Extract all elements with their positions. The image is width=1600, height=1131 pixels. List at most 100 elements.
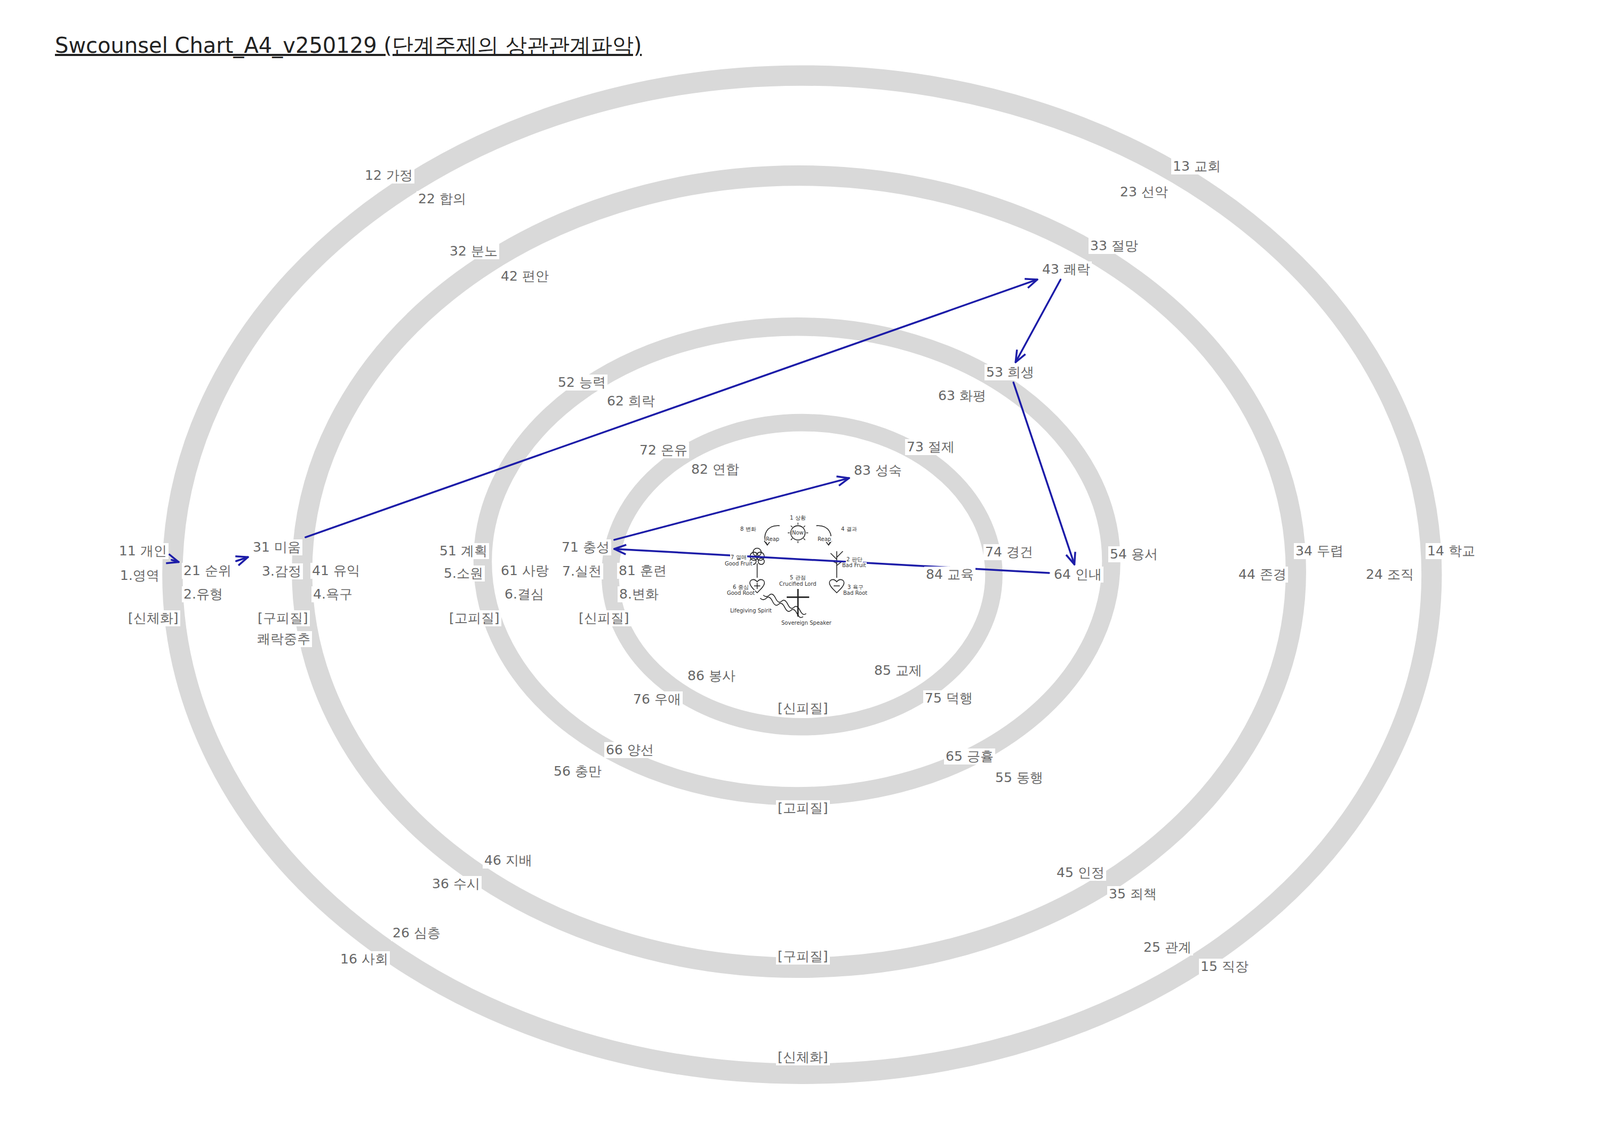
ring-label: [신체화]: [126, 610, 181, 627]
ring-label: 15 직장: [1198, 958, 1251, 975]
arrow-line: [305, 279, 1038, 538]
topic-node: 21 순위: [179, 561, 236, 580]
illustration-caption: 6 중심: [732, 584, 750, 590]
ring-label: 65 긍휼: [944, 748, 996, 765]
ring-label: 56 충만: [552, 763, 604, 780]
arrow-head: [1066, 551, 1076, 565]
arrow-line: [614, 477, 850, 540]
ring-label: 52 능력: [556, 374, 608, 391]
ring-label: 75 덕행: [923, 690, 975, 707]
ring-label: 22 합의: [416, 190, 468, 207]
ring-label: 44 존경: [1236, 566, 1288, 583]
ring-label: 1.영역: [118, 567, 162, 584]
illustration-caption: 4 결과: [840, 525, 858, 532]
ring-label: [구피질]: [256, 610, 310, 627]
ring-label: 74 경건: [983, 544, 1035, 560]
ring-label: 72 온유: [637, 442, 690, 459]
ring-label: 34 두렵: [1293, 542, 1346, 559]
ring-label: 14 학교: [1425, 542, 1477, 559]
topic-label: 71 충성: [560, 539, 612, 556]
illustration-caption: Lifegiving Spirit: [729, 607, 773, 614]
arrow-connector: [305, 278, 1038, 538]
topic-node: 53 희생: [982, 363, 1038, 382]
center-illustration: [749, 522, 845, 618]
ring-label: 32 분노: [448, 243, 500, 260]
arrow-line: [1015, 279, 1061, 363]
illustration-caption: 2 판단: [845, 556, 863, 563]
ring-label: 62 희락: [605, 393, 657, 410]
arrow-connector: [1013, 382, 1076, 565]
ring-label: 81 훈련: [617, 562, 669, 579]
ring-label: 73 절제: [905, 438, 957, 455]
ring-label: 5.소원: [442, 565, 485, 582]
arrow-connector: [1015, 279, 1061, 363]
ring-label: 66 양선: [604, 741, 656, 758]
ring-label: 76 우애: [631, 691, 683, 708]
arrow-line: [1013, 382, 1075, 565]
ring-label: 51 계획: [437, 542, 490, 559]
ring-label: 61 사랑: [499, 562, 551, 579]
ring-label: 33 절망: [1088, 237, 1140, 254]
second-ring: [301, 175, 1296, 968]
ring-label: 45 인정: [1054, 864, 1107, 881]
illustration-caption: Good Root: [726, 589, 756, 596]
illustration-caption: 7 열매: [730, 554, 748, 560]
illustration-caption: 5 관점: [789, 574, 807, 581]
arrow-head: [1024, 278, 1038, 288]
ring-label: 4.욕구: [311, 586, 355, 603]
chart-title: Swcounsel Chart_A4_v250129 (단계주제의 상관관계파악…: [54, 30, 642, 61]
illustration-caption: Bad Fruit: [841, 562, 867, 568]
illustration-caption: Reap: [817, 536, 832, 542]
ring-label: 24 조직: [1364, 566, 1416, 583]
illustration-caption: Now: [791, 529, 805, 536]
ring-label: 25 관계: [1141, 939, 1194, 956]
ring-label: 16 사회: [338, 950, 390, 967]
ring-label: 82 연합: [689, 461, 741, 478]
arrow-head: [614, 544, 627, 555]
topic-label: 21 순위: [181, 562, 234, 579]
illustration-caption: 1 상황: [789, 514, 807, 521]
topic-label: 43 쾌락: [1040, 261, 1092, 278]
topic-node: 31 미움: [249, 538, 305, 557]
topic-label: 31 미움: [251, 539, 303, 556]
topic-node: 43 쾌락: [1038, 260, 1094, 279]
topic-label: 83 성숙: [852, 462, 904, 479]
ring-label: [신피질]: [577, 610, 631, 627]
outer-ring: [172, 75, 1432, 1074]
inner-ring: [610, 422, 994, 727]
illustration-caption: Reap: [765, 536, 780, 542]
topic-label: 53 희생: [984, 364, 1036, 381]
topic-node: 71 충성: [557, 538, 614, 557]
illustration-caption: Sovereign Speaker: [780, 619, 832, 626]
ring-label: 35 죄책: [1107, 885, 1159, 902]
ring-label: 3.감정: [260, 563, 303, 580]
third-ring: [482, 326, 1112, 796]
arrow-connector: [235, 556, 248, 566]
ring-label: 41 유익: [310, 562, 362, 579]
ring-label: 86 봉사: [685, 667, 738, 684]
illustration-caption: Crucified Lord: [778, 580, 817, 587]
topic-label: 11 개인: [117, 542, 169, 559]
ring-label: 54 용서: [1108, 546, 1160, 563]
topic-node: 11 개인: [115, 541, 171, 560]
ring-label: 6.결심: [502, 586, 546, 603]
illustration-caption: 8 변화: [739, 525, 757, 532]
arrow-head: [235, 556, 248, 566]
ring-label: 63 화평: [936, 387, 988, 404]
ring-label: 쾌락중추: [255, 630, 312, 647]
ring-label: 42 편안: [499, 268, 551, 285]
arrow-head: [1015, 349, 1026, 363]
ring-label: [고피질]: [447, 610, 502, 627]
ring-label: 46 지배: [482, 852, 534, 869]
topic-node: 64 인내: [1050, 565, 1106, 584]
ring-label: 2.유형: [181, 586, 225, 603]
ring-label: 23 선악: [1118, 184, 1170, 200]
arrow-head: [836, 476, 850, 486]
ring-label: 55 동행: [993, 769, 1045, 786]
ring-label: 36 수시: [430, 875, 482, 892]
ring-label: [고피질]: [776, 800, 830, 816]
ring-label: 12 가정: [363, 167, 415, 184]
illustration-caption: 3 욕구: [846, 584, 864, 590]
ring-label: [신피질]: [776, 700, 830, 717]
